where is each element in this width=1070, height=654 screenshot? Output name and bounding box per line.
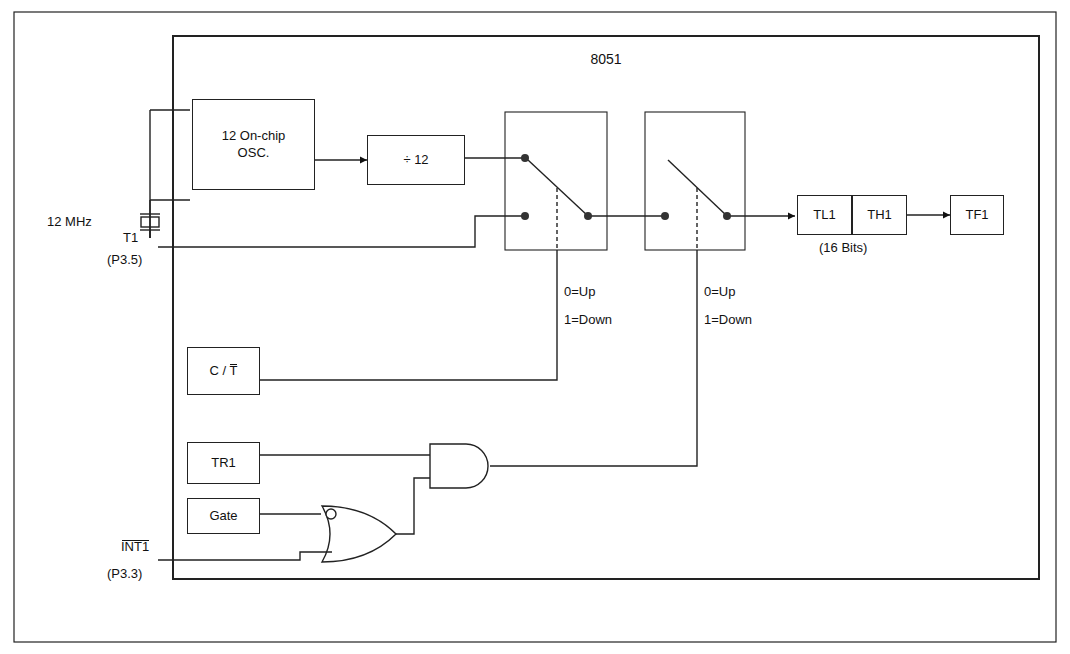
switch-state: 1=Down xyxy=(703,312,753,328)
frequency-label: 12 MHz xyxy=(46,214,93,230)
register-box: TL1 xyxy=(797,195,852,235)
box-label: ÷ 12 xyxy=(403,152,428,168)
pin-name: T1 xyxy=(122,230,139,246)
box-label: TH1 xyxy=(867,207,892,223)
control-bit-box: Gate xyxy=(187,498,260,534)
signal-arrow xyxy=(907,214,950,215)
chip-name: 8051 xyxy=(590,51,621,69)
pin-number: (P3.3) xyxy=(106,566,143,582)
box-label: C / T xyxy=(210,363,238,379)
switch-state: 0=Up xyxy=(703,284,736,300)
control-bit-box: TR1 xyxy=(187,442,260,484)
switch-state: 1=Down xyxy=(563,312,613,328)
oscillator-box: 12 On-chip OSC. xyxy=(192,99,315,190)
divider-box: ÷ 12 xyxy=(367,135,465,185)
overline-bar xyxy=(122,540,149,541)
control-bit-box: C / T xyxy=(187,347,260,395)
box-label: 12 On-chip OSC. xyxy=(212,128,296,161)
box-label: TR1 xyxy=(211,455,236,471)
pin-name: INT1 xyxy=(120,539,150,555)
signal-arrow xyxy=(315,159,367,160)
register-box: TH1 xyxy=(852,195,907,235)
switch-state: 0=Up xyxy=(563,284,596,300)
register-width: (16 Bits) xyxy=(818,240,868,256)
pin-number: (P3.5) xyxy=(106,252,143,268)
box-label: Gate xyxy=(209,508,237,524)
box-label: TL1 xyxy=(813,207,835,223)
flag-box: TF1 xyxy=(950,195,1004,235)
overline-bar xyxy=(230,364,237,365)
chip-outline: 8051 12 On-chip OSC. ÷ 12 TL1 TH1 TF1 C / T TR1… xyxy=(172,35,1040,580)
box-label: TF1 xyxy=(965,207,988,223)
